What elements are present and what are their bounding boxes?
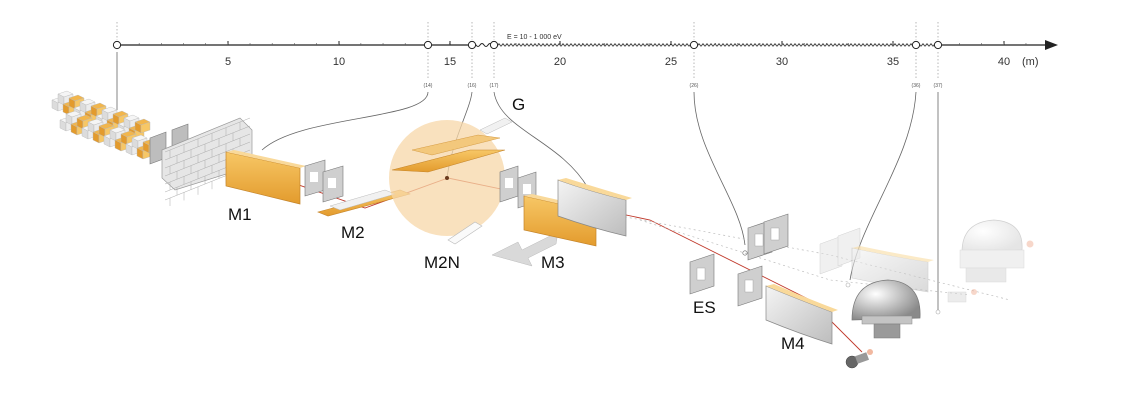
slit-pair [304,159,344,203]
endstation-chamber-faded [845,219,1034,315]
grating-chamber [389,117,513,236]
axis-marker [423,40,433,50]
mirror-m4 [765,284,838,345]
label-m2: M2 [341,223,365,242]
tick-label: 10 [333,56,345,68]
mirror-m2n [447,221,483,245]
axis-marker [911,40,921,50]
label-m3: M3 [541,253,565,272]
axis-unit: (m) [1022,56,1039,68]
marker-label: (14) [424,83,433,89]
beam-path-faded [614,214,1011,301]
axis-arrowhead [1045,40,1058,50]
axis-marker [112,40,122,50]
faded-mirror [851,246,934,293]
tick-label: 15 [444,56,456,68]
marker-label: (36) [912,83,921,89]
leader-lines [116,52,939,310]
tick-label: 35 [887,56,899,68]
label-es: ES [693,298,716,317]
label-m2n: M2N [424,253,460,272]
undulator-source [51,90,159,160]
label-m1: M1 [228,205,252,224]
axis-marker [467,40,477,50]
exit-slit [689,213,789,307]
axis-marker [489,40,499,50]
axis-marker [933,40,943,50]
axis-marker [689,40,699,50]
tick-label: 25 [665,56,677,68]
endstation-chamber [845,279,921,369]
tick-label: 5 [225,56,231,68]
tick-label: 30 [776,56,788,68]
mirror-m3-silver [557,178,632,237]
label-m4: M4 [781,334,805,353]
marker-label: (26) [690,83,699,89]
marker-label: (16) [468,83,477,89]
marker-label: (17) [490,83,499,89]
label-g: G [512,95,525,114]
axis-wavy-long [493,43,939,47]
tick-label: 40 [998,56,1010,68]
marker-label: (37) [934,83,943,89]
energy-range-label: E = 10 - 1 000 eV [507,34,562,41]
slit-pair [499,165,537,209]
distance-axis: 5 10 15 20 25 30 35 40 (m) E = 10 - 1 00… [112,22,1058,89]
tick-label: 20 [554,56,566,68]
mirror-m1 [225,150,306,205]
